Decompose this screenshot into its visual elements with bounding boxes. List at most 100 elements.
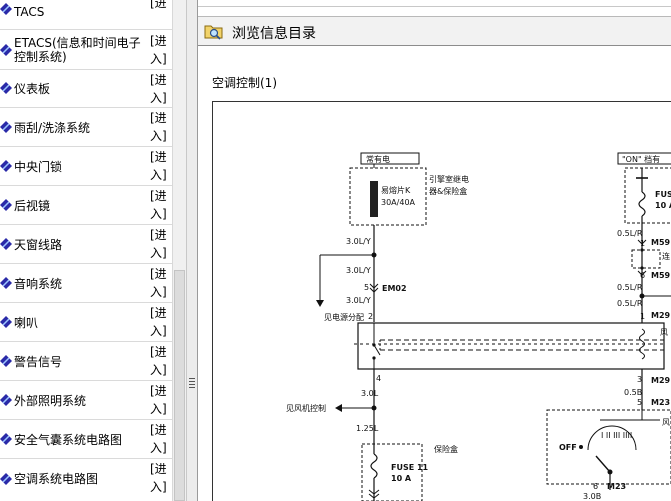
enter-link-bottom[interactable]: 入] xyxy=(150,480,167,494)
enter-link-bottom[interactable]: 入] xyxy=(150,363,167,377)
enter-link-bottom[interactable]: 入] xyxy=(150,52,167,66)
nav-item-audio[interactable]: 音响系统 [进 入] xyxy=(0,264,172,303)
enter-link-bottom[interactable]: 入] xyxy=(150,91,167,105)
nav-item-instrument-panel[interactable]: 仪表板 [进 入] xyxy=(0,70,172,108)
pin-label: 6 xyxy=(640,271,645,280)
nav-item-exterior-lighting[interactable]: 外部照明系统 [进 入] xyxy=(0,381,172,420)
diamond-pencil-icon xyxy=(0,355,12,367)
fuse-box xyxy=(361,443,423,501)
on-power-box xyxy=(617,152,671,165)
diamond-pencil-icon xyxy=(0,433,12,445)
enter-link-top[interactable]: [进 xyxy=(150,111,167,125)
enter-link-top[interactable]: [进 xyxy=(150,384,167,398)
enter-link-bottom[interactable]: 入] xyxy=(150,246,167,260)
nav-item-label: 雨刮/洗涤系统 xyxy=(14,121,91,135)
enter-link-top[interactable]: [进 xyxy=(150,306,167,320)
nav-item-wiper-washer[interactable]: 雨刮/洗涤系统 [进 入] xyxy=(0,108,172,147)
content-pane: 浏览信息目录 空调控制(1) xyxy=(198,0,671,501)
nav-item-etacs[interactable]: ETACS(信息和时间电子 控制系统) [进 入] xyxy=(0,30,172,70)
enter-link-bottom[interactable]: 入] xyxy=(150,129,167,143)
enter-link-bottom[interactable]: 入] xyxy=(150,402,167,416)
fuse-k-label: 易熔片K xyxy=(381,185,411,195)
enter-link-top[interactable]: [进 xyxy=(150,228,167,242)
nav-item-central-lock[interactable]: 中央门锁 [进 入] xyxy=(0,147,172,186)
diamond-pencil-icon xyxy=(0,82,12,94)
diamond-pencil-icon xyxy=(0,316,12,328)
engine-box-label: 引擎室继电 xyxy=(429,174,469,184)
scrollbar-thumb[interactable] xyxy=(174,270,185,501)
control-module-box xyxy=(357,322,665,370)
fuse-k-rating: 30A/40A xyxy=(381,198,416,207)
fusible-link-icon xyxy=(370,181,378,217)
diamond-pencil-icon xyxy=(0,277,12,289)
enter-link-bottom[interactable]: 入] xyxy=(150,324,167,338)
fuse-right-rating: 10 A xyxy=(655,201,671,210)
wire-label: 0.5L/R xyxy=(617,299,643,308)
nav-item-label: 音响系统 xyxy=(14,277,63,291)
splitter-grip-icon[interactable] xyxy=(189,378,195,388)
enter-link[interactable]: [进 xyxy=(150,0,167,10)
enter-link-top[interactable]: [进 xyxy=(150,345,167,359)
pin-label: 1 xyxy=(640,312,645,321)
diagram-frame xyxy=(212,101,671,501)
enter-link-top[interactable]: [进 xyxy=(150,423,167,437)
diamond-pencil-icon xyxy=(0,394,12,406)
lian-label: 连 xyxy=(662,251,670,261)
browse-catalog-icon xyxy=(204,25,223,40)
enter-link-top[interactable]: [进 xyxy=(150,150,167,164)
pane-splitter[interactable] xyxy=(186,0,198,501)
pin-label: 6 xyxy=(593,482,598,491)
pin-label: 3 xyxy=(637,375,642,384)
nav-item-ac-circuit[interactable]: 空调系统电路图 [进 入] xyxy=(0,459,172,501)
wire-label: 1.25L xyxy=(356,424,379,433)
nav-item-warning-signal[interactable]: 警告信号 [进 入] xyxy=(0,342,172,381)
divider xyxy=(198,6,671,7)
nav-item-mirror[interactable]: 后视镜 [进 入] xyxy=(0,186,172,225)
enter-link-bottom[interactable]: 入] xyxy=(150,285,167,299)
catalog-header: 浏览信息目录 xyxy=(198,16,671,46)
wire-label: 3.0L/Y xyxy=(346,296,371,305)
switch-arc xyxy=(587,425,637,451)
enter-link-top[interactable]: [进 xyxy=(150,34,167,48)
fuse11-label: FUSE 11 xyxy=(391,463,429,472)
nav-item-label: 喇叭 xyxy=(14,316,39,330)
nav-item-airbag[interactable]: 安全气囊系统电路图 [进 入] xyxy=(0,420,172,459)
enter-link-bottom[interactable]: 入] xyxy=(150,441,167,455)
nav-item-label: 控制系统) xyxy=(14,50,67,64)
nav-item-label: 仪表板 xyxy=(14,82,51,96)
sidebar-scrollbar[interactable] xyxy=(172,0,186,501)
nav-item-horn[interactable]: 喇叭 [进 入] xyxy=(0,303,172,342)
connector-em02: EM02 xyxy=(382,284,407,293)
wire-label: 3.0L/Y xyxy=(346,266,371,275)
switch-marks: I II III IIII xyxy=(601,431,632,440)
enter-link-top[interactable]: [进 xyxy=(150,189,167,203)
blower-switch-box xyxy=(546,409,671,485)
power-dist-label: 见电源分配 xyxy=(324,312,364,322)
fuse-box-right xyxy=(624,167,671,224)
nav-item-label: 安全气囊系统电路图 xyxy=(14,433,123,447)
wire-label: 3.0L xyxy=(361,389,379,398)
pin-label: 2 xyxy=(368,312,373,321)
diamond-pencil-icon xyxy=(0,3,12,15)
diamond-pencil-icon xyxy=(0,44,12,56)
pin-label: 5 xyxy=(637,398,642,407)
fuse-right-label: FUS xyxy=(655,190,671,199)
connector-m59-2: M59 xyxy=(651,271,671,280)
enter-link-bottom[interactable]: 入] xyxy=(150,168,167,182)
connector-m29-2: M29 xyxy=(651,376,671,385)
enter-link-bottom[interactable]: 入] xyxy=(150,207,167,221)
enter-link-top[interactable]: [进 xyxy=(150,462,167,476)
fuse-icon xyxy=(638,191,646,217)
connector-m23-2: M23 xyxy=(607,482,626,491)
engine-fuse-box xyxy=(349,167,427,226)
always-power-box xyxy=(360,152,420,165)
enter-link-top[interactable]: [进 xyxy=(150,267,167,281)
feng-label: 风 xyxy=(660,328,668,337)
fuse-box-label: 保险盒 xyxy=(434,444,458,454)
enter-link-top[interactable]: [进 xyxy=(150,73,167,87)
fuse11-rating: 10 A xyxy=(391,474,412,483)
arrow-icon xyxy=(335,404,342,412)
fuse-icon xyxy=(370,453,378,479)
nav-item-sunroof[interactable]: 天窗线路 [进 入] xyxy=(0,225,172,264)
nav-item-tacs[interactable]: TACS [进 xyxy=(0,0,172,30)
